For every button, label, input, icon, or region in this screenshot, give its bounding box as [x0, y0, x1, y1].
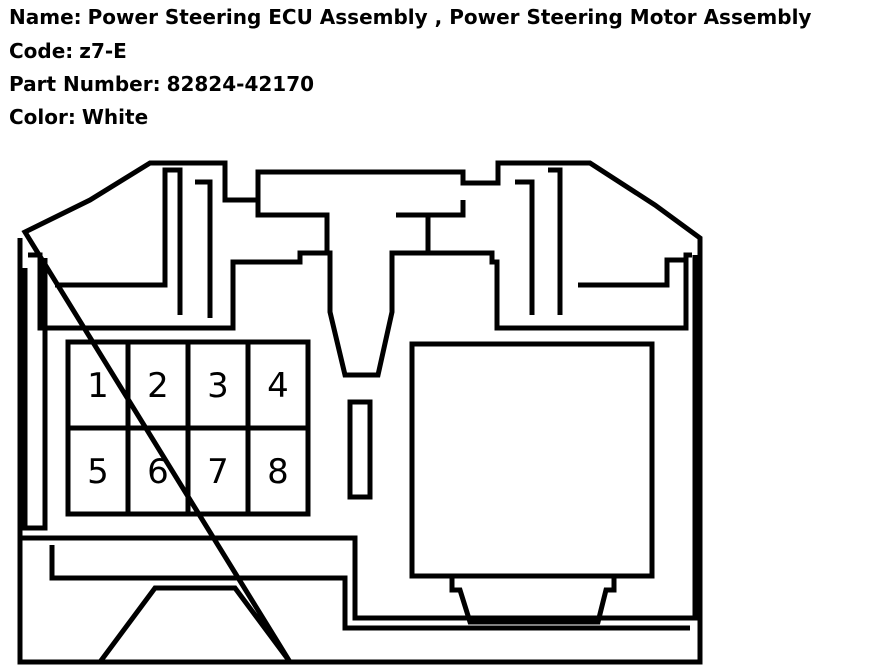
- pin-number: 1: [87, 366, 109, 406]
- left-latch-rail: [22, 258, 48, 531]
- pin-number: 6: [147, 452, 169, 492]
- large-cavity-lock-tab: [449, 578, 617, 625]
- color-label: Color:: [9, 105, 76, 129]
- part-number-value: 82824-42170: [166, 72, 315, 96]
- large-power-cavity: [409, 341, 655, 579]
- code-line: Code:z7-E: [9, 39, 127, 63]
- part-number-label: Part Number:: [9, 72, 161, 96]
- pin-number: 3: [207, 366, 229, 406]
- part-number-line: Part Number:82824-42170: [9, 72, 314, 96]
- name-value: Power Steering ECU Assembly , Power Stee…: [87, 5, 812, 29]
- pin-number: 8: [267, 452, 289, 492]
- connector-inner-outline: [28, 250, 692, 378]
- center-divider-slot: [347, 399, 373, 500]
- pin-number: 2: [147, 366, 169, 406]
- pin-labels: 1 2 3 4 5 6 7 8: [87, 366, 289, 492]
- bottom-rail: [20, 255, 698, 631]
- right-top-slot: [515, 167, 684, 315]
- color-value: White: [81, 105, 149, 129]
- top-center-notch: [255, 200, 466, 253]
- pin-number: 7: [207, 452, 229, 492]
- connector-outer-outline: [17, 160, 703, 665]
- pin-number: 5: [87, 452, 109, 492]
- left-top-slot: [55, 167, 213, 318]
- name-line: Name:Power Steering ECU Assembly , Power…: [9, 5, 811, 29]
- code-label: Code:: [9, 39, 74, 63]
- color-line: Color:White: [9, 105, 148, 129]
- pin-number: 4: [267, 366, 289, 406]
- code-value: z7-E: [79, 39, 127, 63]
- name-label: Name:: [9, 5, 82, 29]
